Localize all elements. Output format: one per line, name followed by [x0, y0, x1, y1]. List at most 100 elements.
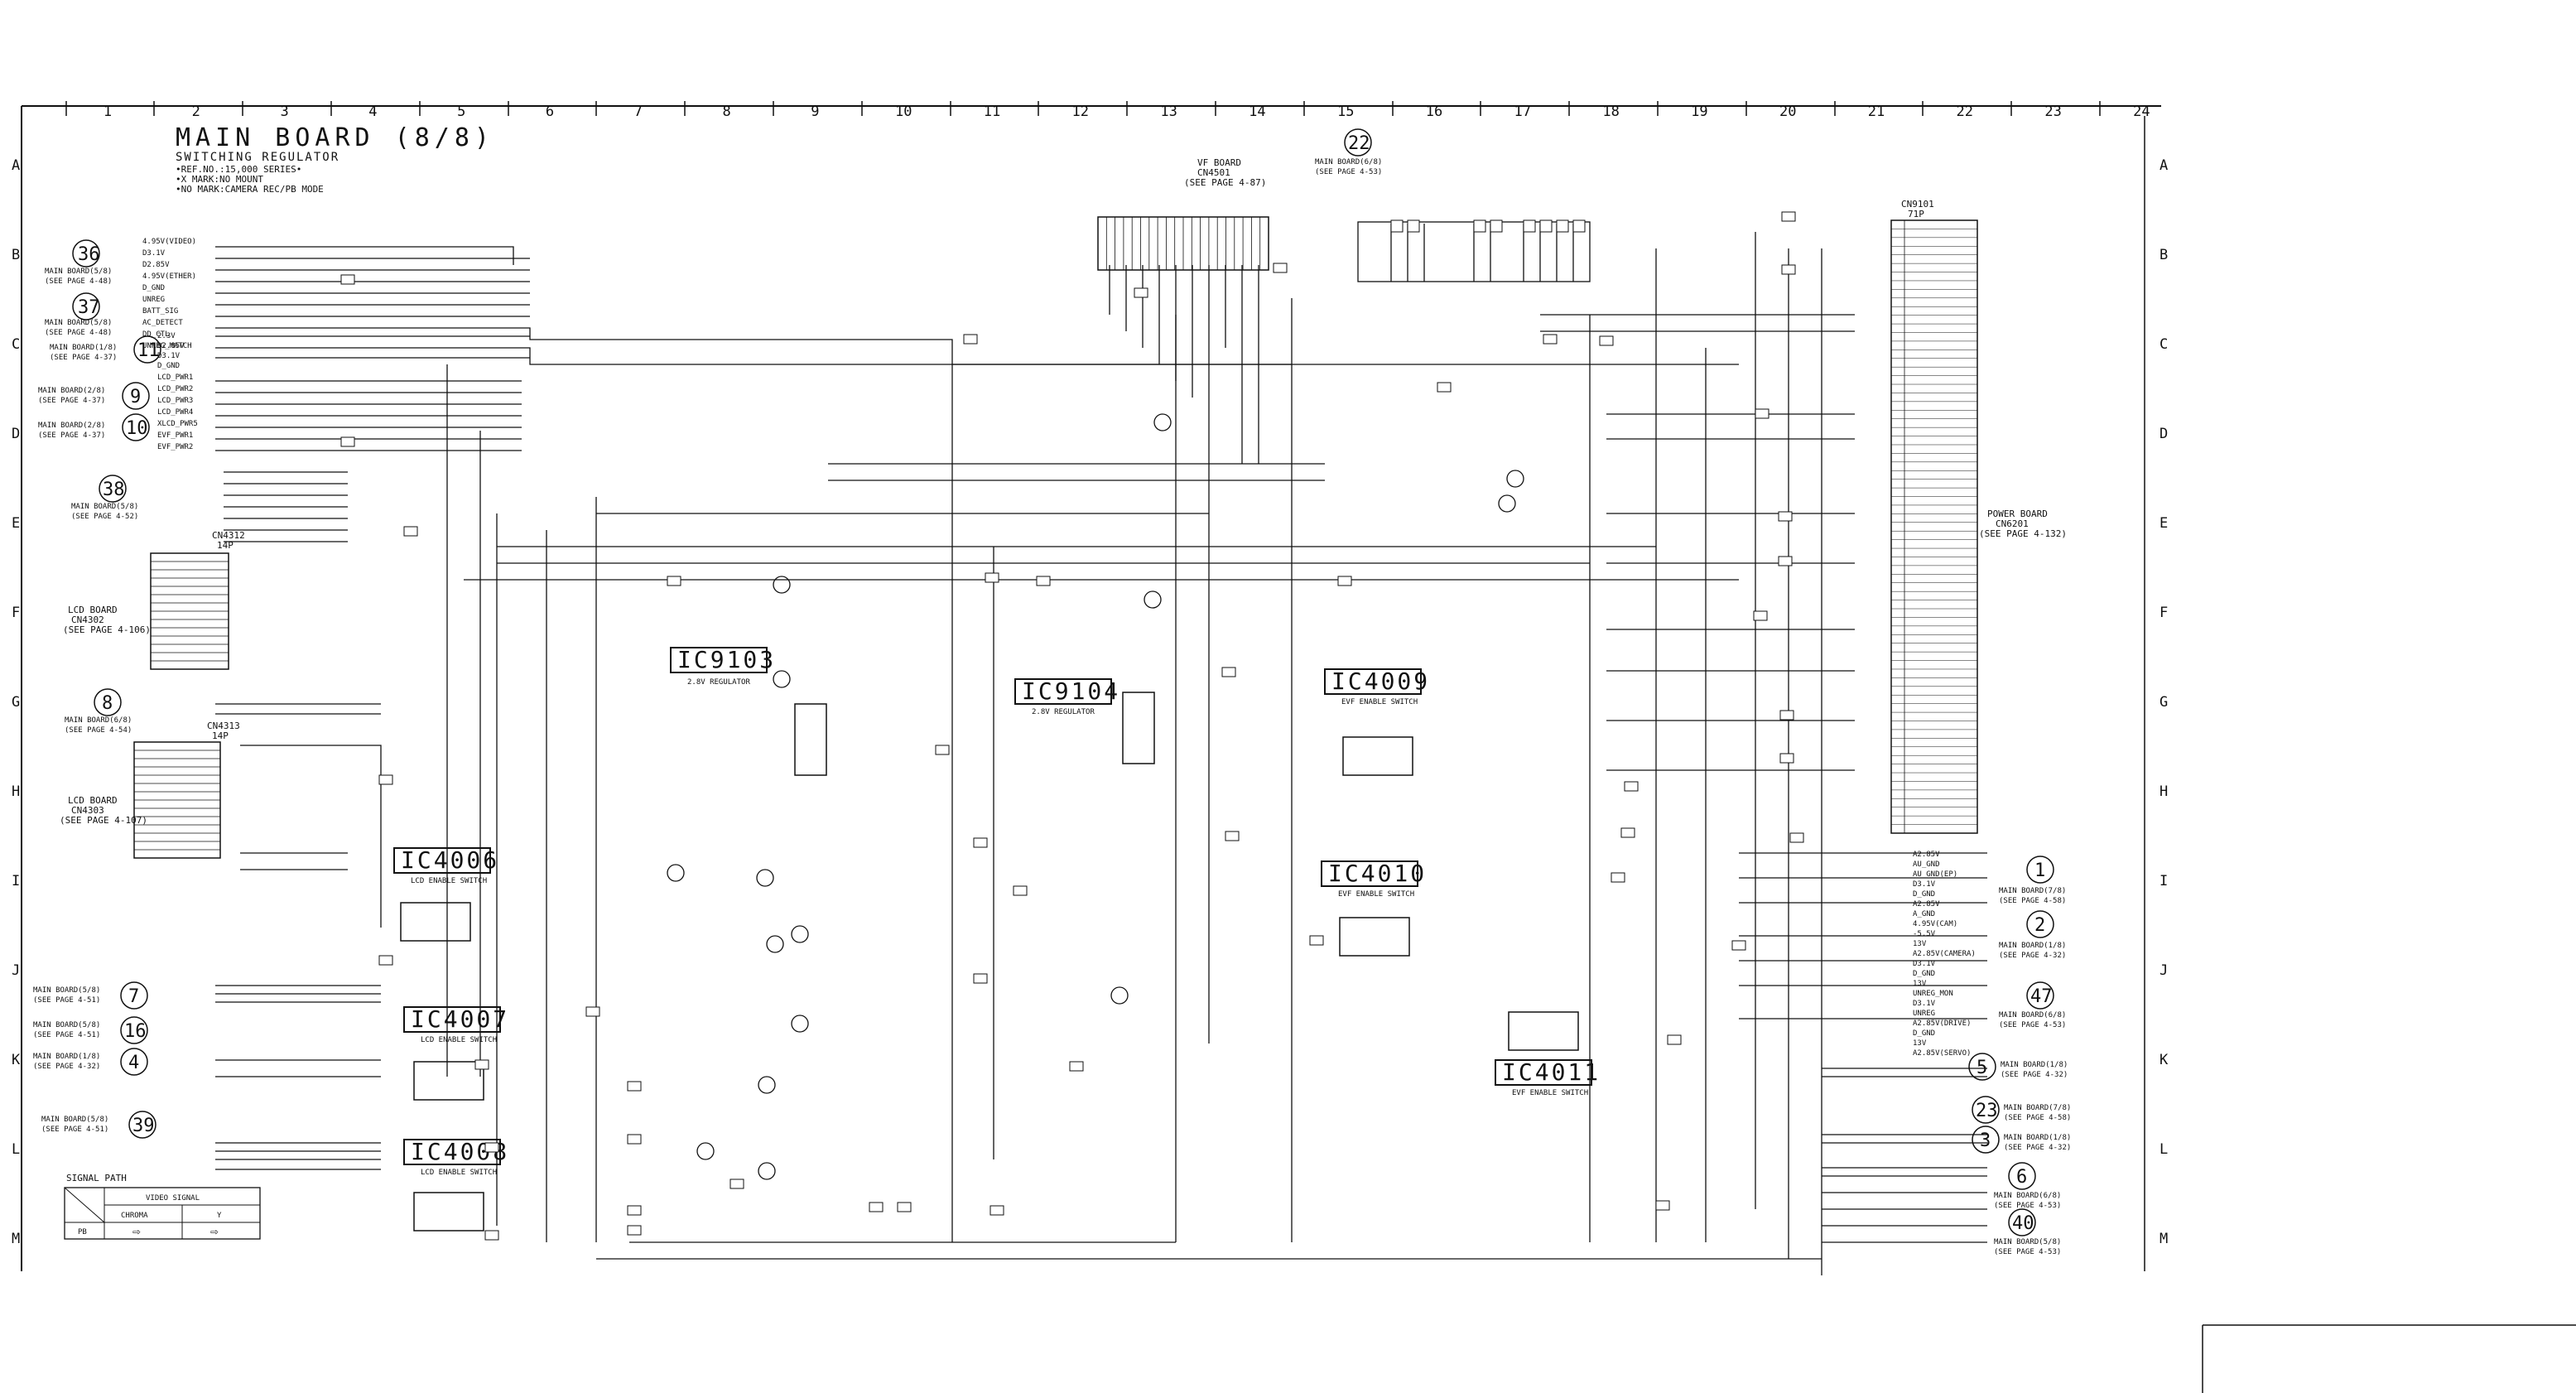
cn4313-label: CN4313 [207, 721, 240, 731]
ic-block-ic4009: IC4009 EVF ENABLE SWITCH [1324, 668, 1428, 776]
ref-40-page: (SEE PAGE 4-53) [1994, 1248, 2061, 1256]
signal-path-header: VIDEO SIGNAL [146, 1194, 200, 1203]
boxed-marker [1778, 511, 1793, 522]
lcd-board-1-ref: CN4302 [71, 615, 104, 625]
sig-right-0: A2.85V [1913, 851, 1940, 859]
sig-right-16: UNREG [1913, 1010, 1935, 1018]
boxed-marker [340, 436, 355, 447]
right-signal-labels: A2.85V AU_GND AU_GND(EP) D3.1V D_GND A2.… [1913, 851, 1976, 1058]
boxed-marker [897, 1202, 912, 1212]
ref-22-page: (SEE PAGE 4-53) [1315, 168, 1382, 176]
ref-37-page: (SEE PAGE 4-48) [45, 329, 112, 337]
ic9103-desc: 2.8V REGULATOR [687, 678, 750, 687]
ref-3-page: (SEE PAGE 4-32) [2004, 1144, 2071, 1152]
ref-6-page: (SEE PAGE 4-53) [1994, 1202, 2061, 1210]
vf-board-page: (SEE PAGE 4-87) [1184, 177, 1266, 188]
sig-left-20: EVF_PWR2 [157, 443, 193, 451]
sig-right-18: D_GND [1913, 1029, 1935, 1038]
sig-right-13: 13V [1913, 980, 1927, 988]
note-3: •NO MARK:CAMERA REC/PB MODE [176, 184, 324, 195]
ref-circle-47: 47 MAIN BOARD(6/8) (SEE PAGE 4-53) [1999, 981, 2066, 1029]
diagram-title: MAIN BOARD (8/8) [176, 123, 494, 152]
column-label: 16 [1426, 104, 1442, 120]
ref-2-text: MAIN BOARD(1/8) [1999, 942, 2066, 950]
ref-circle-38: 38 MAIN BOARD(5/8) (SEE PAGE 4-52) [71, 475, 138, 521]
ref-23-text: MAIN BOARD(7/8) [2004, 1104, 2071, 1112]
column-label: 13 [1160, 104, 1177, 120]
note-2: •X MARK:NO MOUNT [176, 174, 263, 185]
sig-right-9: 13V [1913, 940, 1927, 948]
lcd-board-2-page: (SEE PAGE 4-107) [60, 815, 147, 826]
column-label: 3 [280, 104, 288, 120]
row-label: A [12, 157, 20, 174]
ref-47-text: MAIN BOARD(6/8) [1999, 1011, 2066, 1019]
column-label: 5 [457, 104, 465, 120]
signal-path-title: SIGNAL PATH [66, 1173, 127, 1183]
boxed-marker [1221, 667, 1236, 677]
ic-block-ic4011: IC4011 EVF ENABLE SWITCH [1495, 1011, 1598, 1097]
sig-right-8: -5.5V [1913, 930, 1936, 938]
boxed-marker [1437, 382, 1452, 393]
ic4011-desc: EVF ENABLE SWITCH [1512, 1089, 1588, 1097]
column-label: 2 [192, 104, 200, 120]
ref-11-page: (SEE PAGE 4-37) [50, 354, 117, 362]
sig-left-1: D3.1V [142, 249, 166, 258]
row-label: F [2160, 605, 2168, 621]
boxed-marker [1781, 264, 1796, 275]
ref-circle-23: 23 MAIN BOARD(7/8) (SEE PAGE 4-58) [1972, 1096, 2071, 1124]
ref-16-text: MAIN BOARD(5/8) [33, 1021, 100, 1029]
sig-left-19: EVF_PWR1 [157, 431, 193, 440]
boxed-marker [1731, 940, 1746, 951]
column-label: 22 [1957, 104, 1973, 120]
signal-path-col-chroma: CHROMA [121, 1212, 148, 1220]
boxed-marker [1599, 335, 1614, 346]
sig-right-2: AU_GND(EP) [1913, 870, 1957, 879]
boxed-marker [484, 1230, 499, 1241]
ref-38-page: (SEE PAGE 4-52) [71, 513, 138, 521]
boxed-marker [1667, 1034, 1682, 1045]
column-label: 1 [104, 104, 112, 120]
sig-right-10: A2.85V(CAMERA) [1913, 950, 1976, 958]
sig-right-15: D3.1V [1913, 1000, 1936, 1008]
row-label: I [2160, 873, 2168, 889]
ref-circle-3: 3 MAIN BOARD(1/8) (SEE PAGE 4-32) [1972, 1125, 2071, 1154]
boxed-marker [1543, 334, 1558, 345]
boxed-marker [627, 1134, 642, 1145]
sig-left-18: XLCD_PWR5 [157, 420, 198, 428]
boxed-marker [378, 774, 393, 785]
lcd-board-2-ref: CN4303 [71, 805, 104, 816]
boxed-marker [989, 1205, 1004, 1216]
row-label: B [12, 247, 20, 263]
sig-left-6: BATT_SIG [142, 307, 178, 316]
boxed-marker [1013, 885, 1028, 896]
ref-2-page: (SEE PAGE 4-32) [1999, 952, 2066, 960]
ref-circle-8: 8 MAIN BOARD(6/8) (SEE PAGE 4-54) [65, 688, 132, 735]
column-label: 7 [634, 104, 643, 120]
ic-block-ic4010: IC4010 EVF ENABLE SWITCH [1321, 860, 1424, 957]
ref-circle-5: 5 MAIN BOARD(1/8) (SEE PAGE 4-32) [1968, 1053, 2068, 1081]
connector-cn4312: CN4312 14P LCD BOARD CN4302 (SEE PAGE 4-… [63, 530, 245, 670]
column-label: 18 [1602, 104, 1619, 120]
y-arrow-icon: ⇨ [210, 1223, 219, 1239]
sig-left-0: 4.95V(VIDEO) [142, 238, 196, 246]
row-label: K [12, 1052, 21, 1068]
ref-9-page: (SEE PAGE 4-37) [38, 397, 105, 405]
ref-circle-2: 2 MAIN BOARD(1/8) (SEE PAGE 4-32) [1999, 910, 2066, 960]
ref-47-num: 47 [2030, 986, 2053, 1007]
ref-47-page: (SEE PAGE 4-53) [1999, 1021, 2066, 1029]
lcd-board-1-name: LCD BOARD [68, 605, 118, 615]
boxed-marker [1789, 832, 1804, 843]
ref-circle-36: 36 MAIN BOARD(5/8) (SEE PAGE 4-48) [45, 239, 112, 286]
power-board-name: POWER BOARD [1987, 509, 2048, 519]
ref-11-num: 11 [137, 340, 160, 361]
boxed-marker [1225, 831, 1240, 841]
boxed-marker [378, 955, 393, 966]
row-label: C [2160, 336, 2168, 353]
ref-8-num: 8 [102, 693, 113, 714]
row-label: L [2160, 1141, 2168, 1158]
sig-right-20: A2.85V(SERVO) [1913, 1049, 1971, 1058]
ref-23-num: 23 [1976, 1101, 1998, 1121]
boxed-marker [627, 1081, 642, 1092]
